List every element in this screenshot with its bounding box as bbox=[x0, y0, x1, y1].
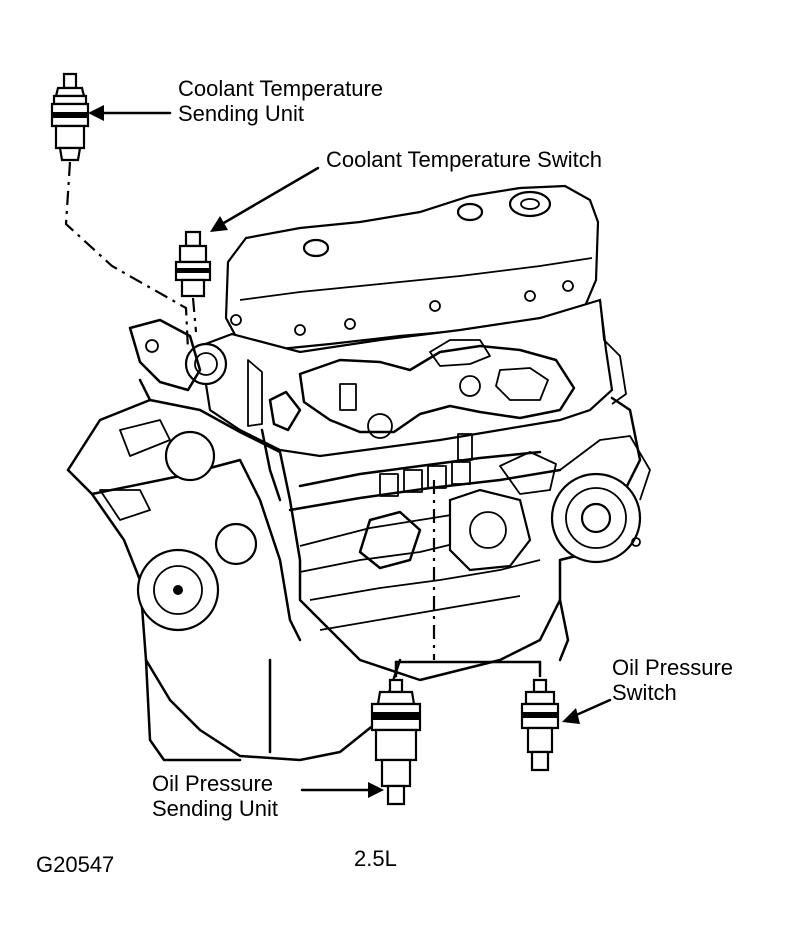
label-oil-pressure-switch: Oil Pressure Switch bbox=[612, 655, 733, 705]
figure-id: G20547 bbox=[36, 852, 115, 877]
coolant-switch-arrow bbox=[220, 166, 320, 226]
coolant-sending-unit-leader bbox=[64, 161, 190, 351]
oil-pressure-sending-unit-part bbox=[370, 678, 422, 806]
label-line: Oil Pressure bbox=[152, 771, 274, 796]
oil-switch-arrow bbox=[572, 698, 612, 718]
label-line: Coolant Temperature bbox=[178, 76, 384, 101]
label-line: Sending Unit bbox=[152, 796, 278, 821]
label-coolant-temp-sending-unit: Coolant Temperature Sending Unit bbox=[178, 76, 383, 126]
label-oil-pressure-sending-unit: Oil Pressure Sending Unit bbox=[152, 771, 278, 821]
arrowhead bbox=[88, 105, 104, 121]
label-line: Oil Pressure bbox=[612, 655, 734, 680]
arrowhead bbox=[368, 782, 384, 798]
arrowhead bbox=[562, 708, 580, 724]
arrowhead bbox=[210, 216, 228, 232]
coolant-temp-switch-part bbox=[174, 230, 212, 298]
engine-size-caption: 2.5L bbox=[354, 846, 397, 871]
oil-pressure-switch-part bbox=[520, 678, 560, 772]
coolant-switch-leader bbox=[191, 297, 198, 333]
engine-block bbox=[66, 184, 651, 762]
label-line: Switch bbox=[612, 680, 677, 705]
label-coolant-temp-switch: Coolant Temperature Switch bbox=[326, 147, 602, 172]
label-line: Sending Unit bbox=[178, 101, 304, 126]
coolant-temp-sending-unit-part bbox=[50, 72, 90, 162]
